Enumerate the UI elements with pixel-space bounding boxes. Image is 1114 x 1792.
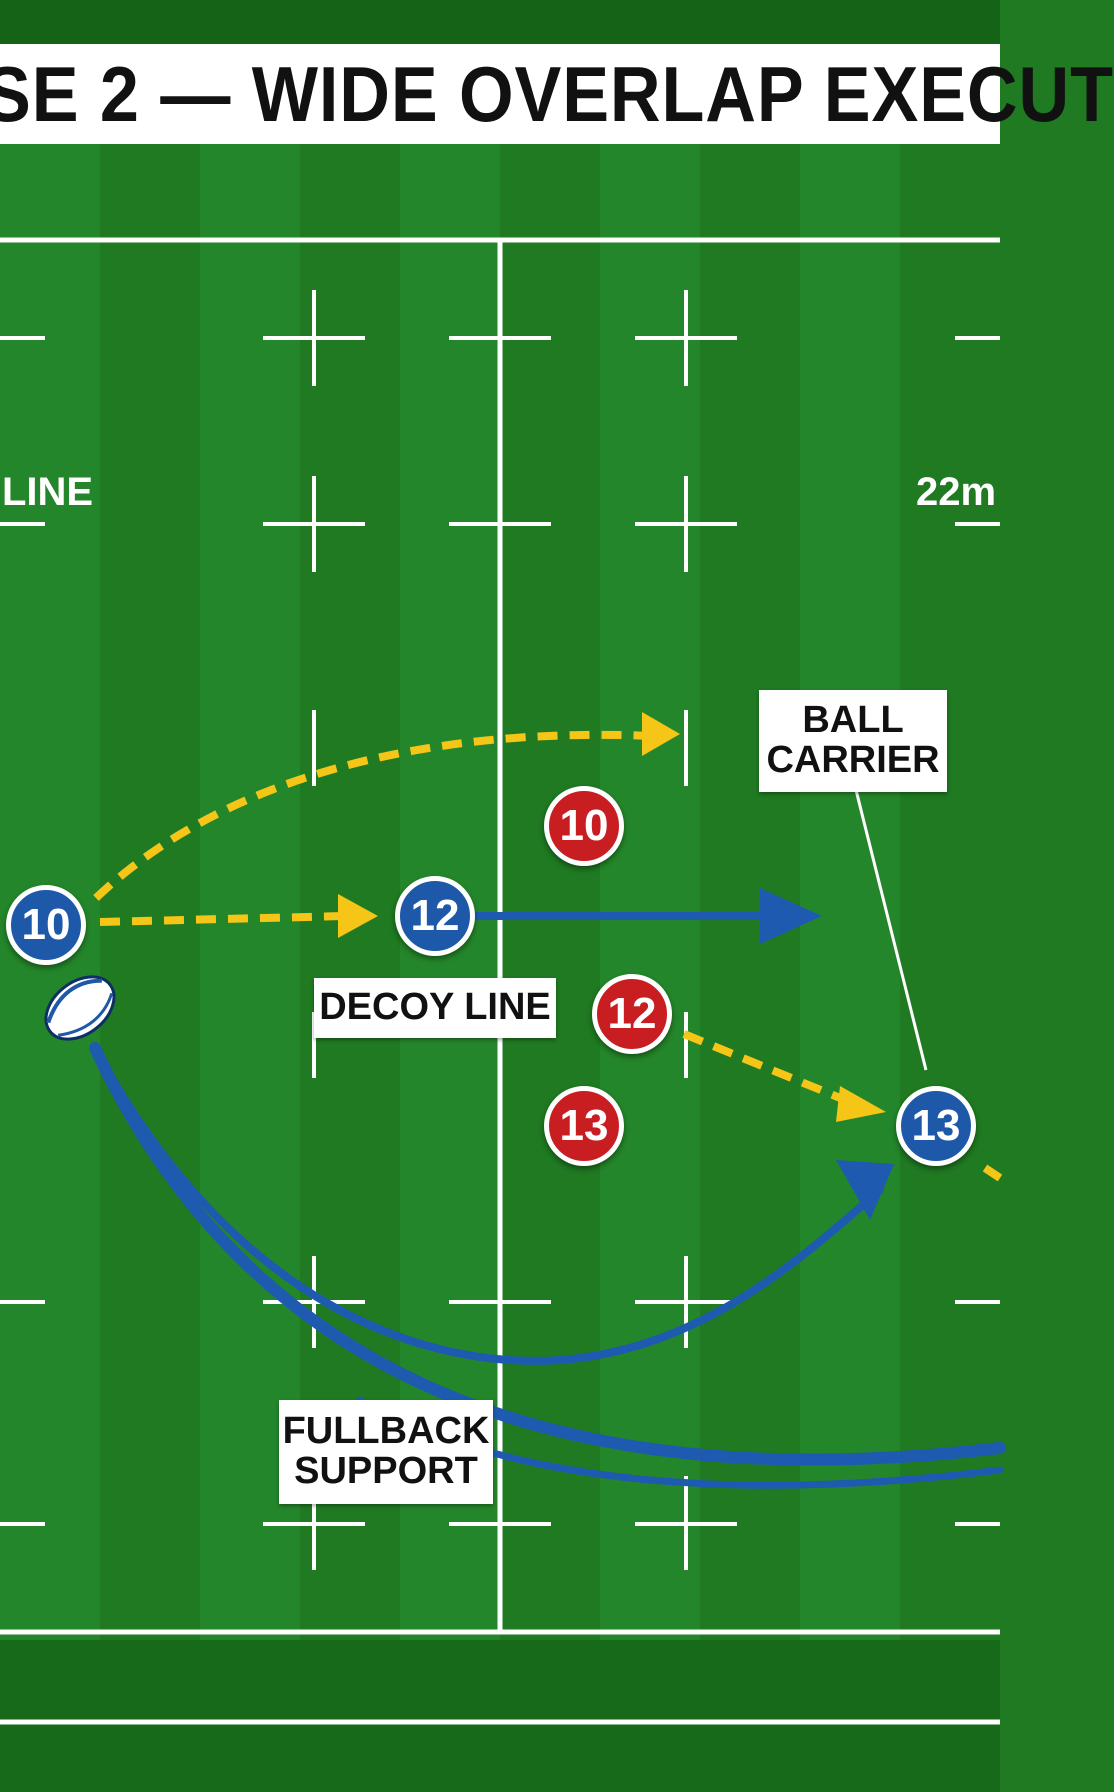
pass-10-12-arrowhead <box>338 894 378 938</box>
defence-player-13: 13 <box>544 1086 624 1166</box>
ball-carrier-callout-line2: CARRIER <box>766 739 940 781</box>
fullback-support-callout-line1: FULLBACK <box>282 1410 490 1453</box>
attack-player-12: 12 <box>395 876 475 956</box>
attack-player-13: 13 <box>896 1086 976 1166</box>
fullback-support-callout: FULLBACK SUPPORT <box>279 1400 493 1504</box>
22m-label: 22m <box>916 470 997 514</box>
defence-player-12: 12 <box>592 974 672 1054</box>
pass-13-onward <box>982 1164 1003 1182</box>
pitch-lines <box>0 237 1000 1725</box>
fullback-support-callout-line2: SUPPORT <box>294 1450 478 1492</box>
defence-player-10: 10 <box>544 786 624 866</box>
pass-red12-13-arrowhead <box>836 1086 886 1122</box>
title-banner: SE 2 — WIDE OVERLAP EXECUT <box>0 44 1113 144</box>
ball-carrier-callout-line1: BALL <box>802 699 904 742</box>
pass-long-to-wide <box>93 730 655 901</box>
line-label: LINE <box>2 470 94 514</box>
ball-carrier-leader-line <box>854 789 928 1071</box>
pass-long-arrowhead <box>642 712 680 756</box>
decoy-line-callout-text: DECOY LINE <box>319 986 551 1029</box>
rugby-pitch <box>0 0 1006 1792</box>
decoy-line-callout: DECOY LINE <box>314 978 556 1038</box>
run-12-arrowhead <box>760 888 822 944</box>
hash-marks <box>0 290 1000 1570</box>
pass-lines <box>93 730 1003 1182</box>
attack-player-10: 10 <box>6 885 86 965</box>
rugby-ball-icon <box>44 975 116 1041</box>
ball-carrier-callout: BALL CARRIER <box>759 690 947 792</box>
diagram-title: SE 2 — WIDE OVERLAP EXECUT <box>0 50 1114 138</box>
outside-run-to-13 <box>91 1044 884 1365</box>
run-13-arrowhead <box>836 1160 894 1220</box>
pass-10-to-12 <box>99 912 347 926</box>
wide-support-run <box>89 1042 1006 1466</box>
